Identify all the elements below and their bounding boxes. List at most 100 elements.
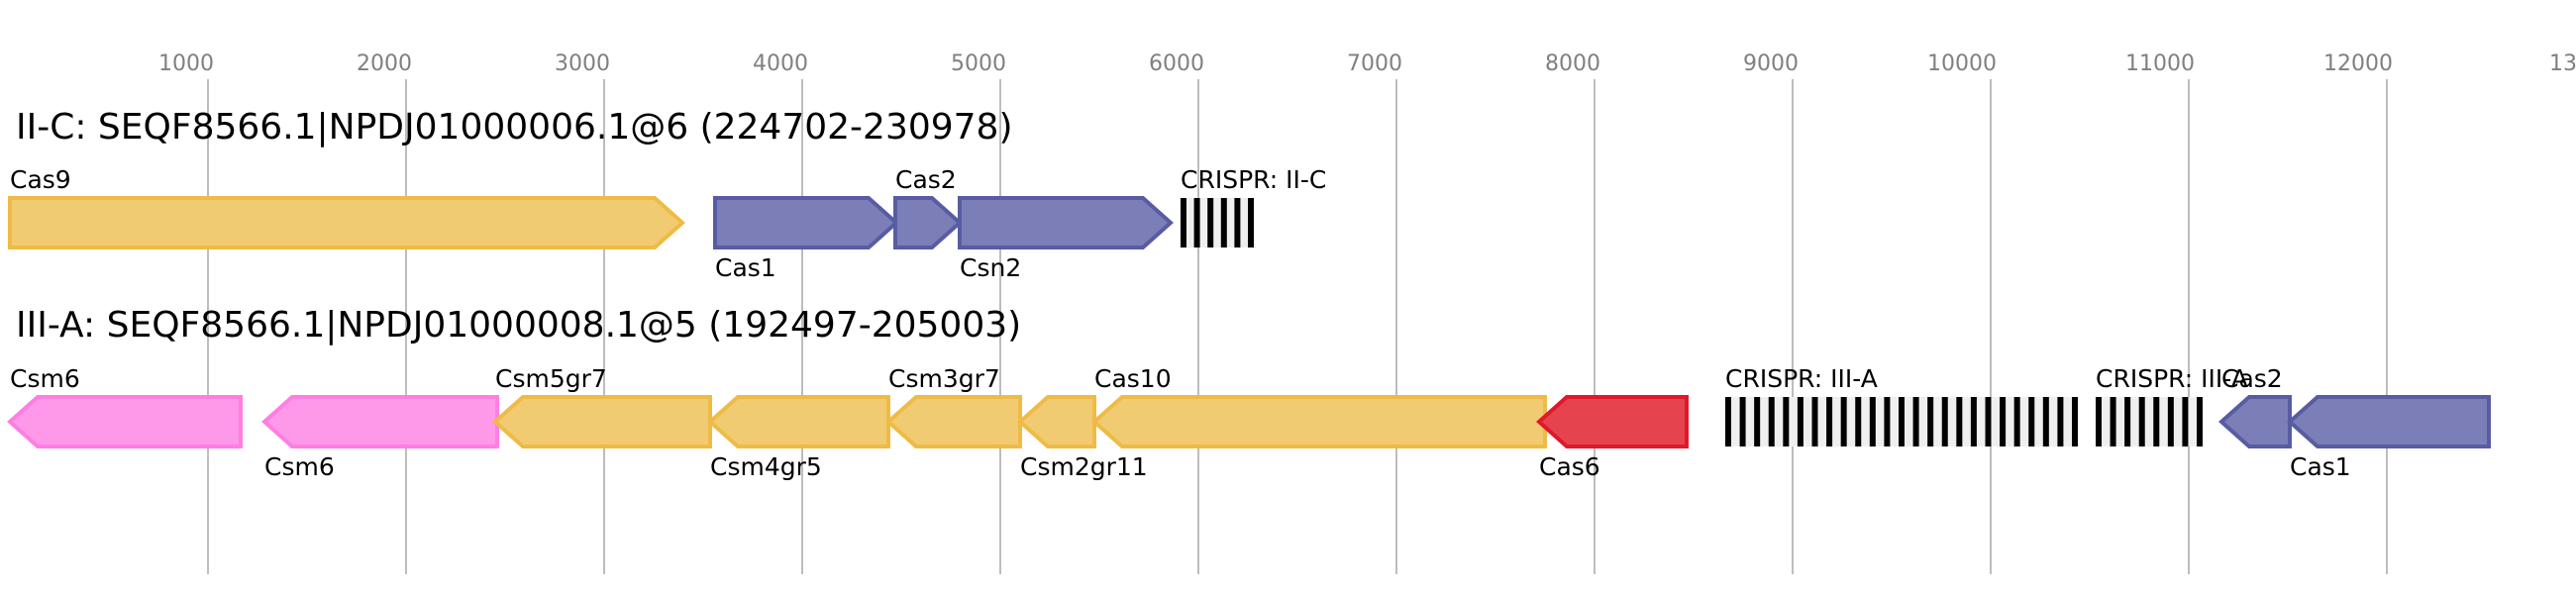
gene-arrow: [1016, 395, 1096, 448]
gene-arrow: [6, 395, 243, 448]
gene-label: Csm6: [264, 452, 335, 481]
gene-cas6: Cas6: [1535, 395, 1689, 481]
crispr-repeat: [2197, 397, 2203, 446]
crispr-label: CRISPR: III-A: [1725, 364, 1878, 393]
gene-arrow: [260, 395, 499, 448]
gene-cas2: Cas2: [893, 165, 964, 249]
crispr-repeat: [1220, 198, 1227, 248]
tracks: II-C: SEQF8566.1|NPDJ01000006.1@6 (22470…: [6, 107, 2491, 481]
crispr-repeat: [1725, 397, 1731, 446]
crispr-repeat: [1927, 397, 1934, 446]
crispr-repeat: [1754, 397, 1761, 446]
gene-label: Csm5gr7: [495, 364, 607, 393]
crispr-repeat: [1826, 397, 1833, 446]
gene-label: Cas9: [10, 165, 71, 194]
crispr-label: CRISPR: II-C: [1181, 165, 1326, 194]
tick-label: 5000: [951, 51, 1006, 76]
crispr-repeat: [1840, 397, 1847, 446]
tick-label: 130: [2549, 51, 2576, 76]
crispr-repeat: [2072, 397, 2078, 446]
crispr-repeat: [2153, 397, 2160, 446]
crispr-repeat: [1956, 397, 1963, 446]
track-title: II-C: SEQF8566.1|NPDJ01000006.1@6 (22470…: [16, 107, 1013, 148]
gene-label: Cas2: [895, 165, 957, 194]
gene-arrow: [2217, 395, 2292, 448]
gene-label: Csm3gr7: [888, 364, 1000, 393]
gene-arrow: [893, 196, 964, 249]
crispr-label: CRISPR: III-A: [2096, 364, 2248, 393]
crispr-repeat: [1207, 198, 1214, 248]
crispr-repeat: [1783, 397, 1790, 446]
crispr-spacer-background: [1181, 198, 1254, 248]
gene-cas1: Cas1: [713, 196, 900, 282]
crispr-array: CRISPR: II-C: [1181, 165, 1326, 248]
gene-csm4gr5: Csm4gr5: [706, 395, 890, 481]
crispr-repeat: [2028, 397, 2035, 446]
gene-cas1: Cas1: [2286, 395, 2491, 481]
gene-label: Csm2gr11: [1020, 452, 1148, 481]
tick-label: 3000: [555, 51, 610, 76]
grid-layer: [207, 79, 2388, 574]
gene-arrow: [884, 395, 1022, 448]
crispr-repeat: [1855, 397, 1862, 446]
crispr-repeat: [2042, 397, 2049, 446]
gene-arrow: [2286, 395, 2491, 448]
tick-label: 4000: [753, 51, 808, 76]
gene-cas2: Cas2: [2217, 364, 2292, 448]
crispr-repeat: [2013, 397, 2020, 446]
crispr-repeat: [1884, 397, 1891, 446]
gene-label: Csn2: [960, 253, 1021, 282]
crispr-repeat: [2000, 397, 2007, 446]
tick-label: 7000: [1347, 51, 1402, 76]
tick-label: 8000: [1545, 51, 1600, 76]
crispr-repeat: [1739, 397, 1746, 446]
gene-csn2: Csn2: [958, 196, 1175, 282]
gene-csm3gr7: Csm3gr7: [884, 364, 1022, 448]
crispr-repeat: [2057, 397, 2064, 446]
gene-arrow: [713, 196, 900, 249]
gene-csm5gr7: Csm5gr7: [491, 364, 712, 448]
crispr-repeat: [2182, 397, 2189, 446]
tick-label: 1000: [158, 51, 214, 76]
gene-arrow: [491, 395, 712, 448]
gene-label: Cas1: [715, 253, 776, 282]
gene-label: Cas1: [2290, 452, 2351, 481]
gene-csm6: Csm6: [6, 364, 243, 448]
tick-label: 10000: [1927, 51, 1997, 76]
crispr-repeat: [1768, 397, 1775, 446]
crispr-repeat: [1912, 397, 1919, 446]
gene-csm6: Csm6: [260, 395, 499, 481]
crispr-repeat: [1181, 198, 1186, 248]
crispr-repeat: [1193, 198, 1200, 248]
gene-arrow: [1535, 395, 1689, 448]
tick-label: 11000: [2125, 51, 2195, 76]
crispr-repeat: [2096, 397, 2102, 446]
gene-label: Cas6: [1539, 452, 1600, 481]
axis-tick-labels: 1000 2000 3000 4000 5000 6000 7000 8000 9000 1000…: [158, 51, 2576, 76]
track-0: II-C: SEQF8566.1|NPDJ01000006.1@6 (22470…: [8, 107, 1326, 282]
crispr-repeat: [1248, 198, 1254, 248]
gene-arrow: [8, 196, 686, 249]
crispr-array: CRISPR: III-A: [1725, 364, 2078, 446]
tick-label: 9000: [1743, 51, 1799, 76]
track-features: Csm6Csm6Csm5gr7Csm4gr5Csm3gr7Csm2gr11Cas…: [6, 364, 2491, 481]
gene-arrow: [706, 395, 890, 448]
crispr-repeat: [1899, 397, 1905, 446]
gene-csm2gr11: Csm2gr11: [1016, 395, 1148, 481]
crispr-repeat: [2124, 397, 2131, 446]
tick-label: 6000: [1149, 51, 1204, 76]
crispr-repeat: [2110, 397, 2116, 446]
tick-label: 2000: [357, 51, 412, 76]
crispr-repeat: [2138, 397, 2145, 446]
crispr-repeat: [2167, 397, 2174, 446]
gene-arrow: [1090, 395, 1547, 448]
crispr-repeat: [1970, 397, 1977, 446]
tick-label: 12000: [2323, 51, 2393, 76]
crispr-repeat: [1797, 397, 1803, 446]
crispr-repeat: [1234, 198, 1241, 248]
gene-arrow: [958, 196, 1175, 249]
gene-cas10: Cas10: [1090, 364, 1547, 448]
gene-label: Csm4gr5: [710, 452, 822, 481]
